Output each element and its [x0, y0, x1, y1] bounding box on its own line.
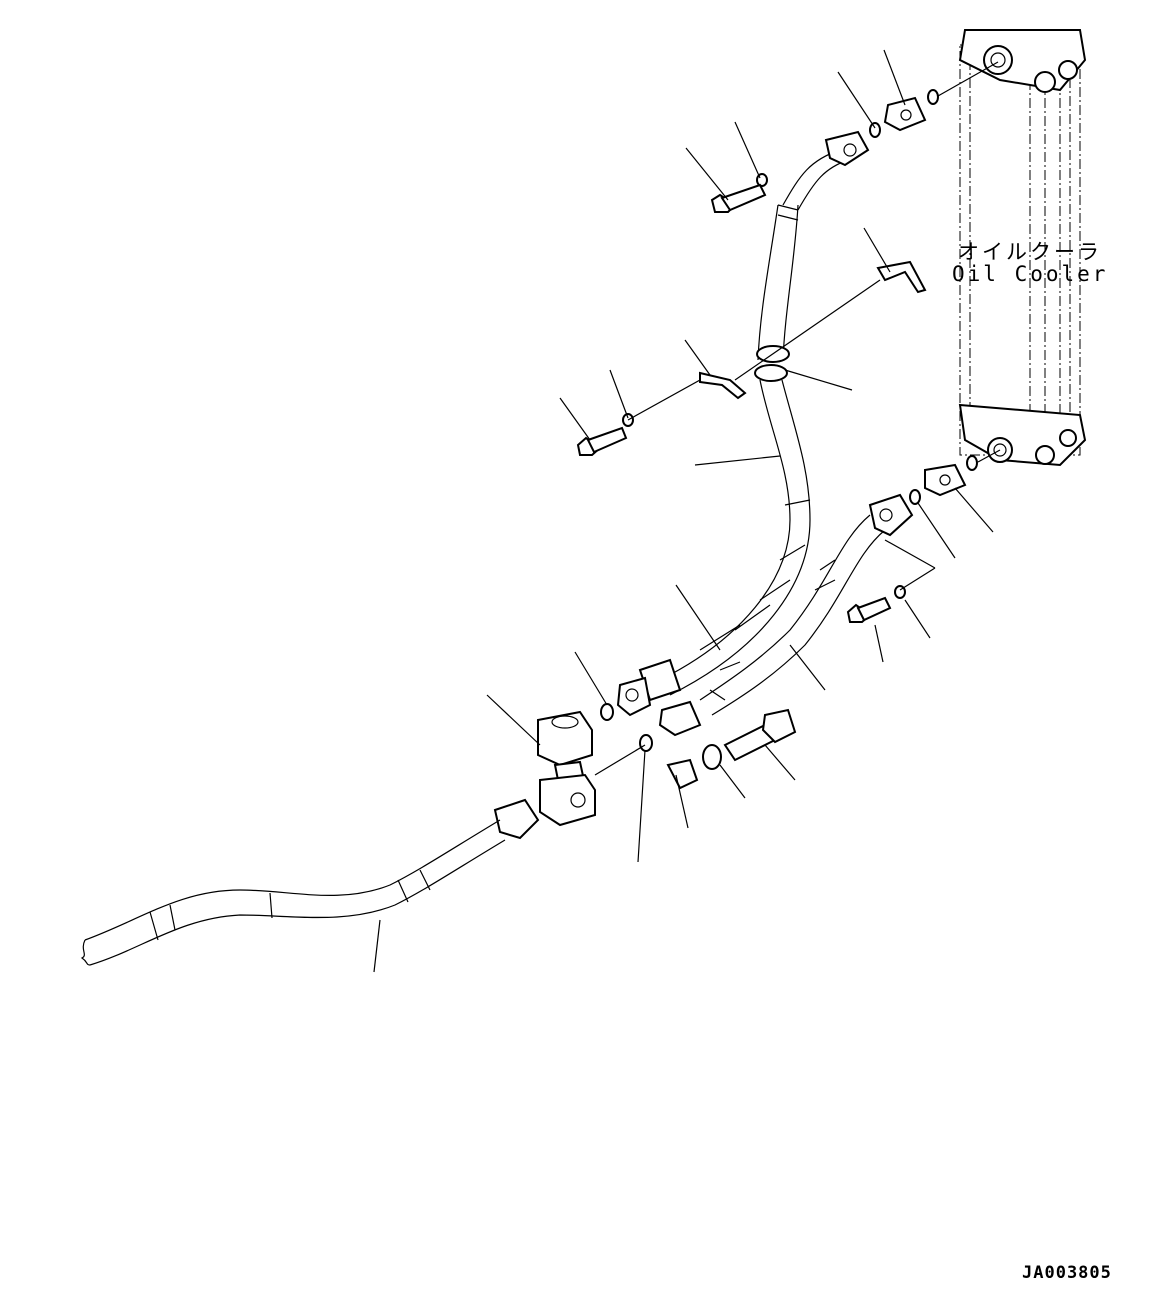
upper-hose-assembly [616, 130, 870, 717]
oil-cooler-label-en: Oil Cooler [952, 262, 1109, 286]
drawing-code: JA003805 [1022, 1263, 1112, 1283]
lower-fittings [493, 703, 797, 840]
oil-cooler [958, 29, 1087, 467]
upper-fasteners [576, 89, 939, 456]
leader-lines [373, 49, 1001, 973]
oil-cooler-label-jp: オイルクーラ [958, 240, 1102, 264]
long-hose [80, 819, 506, 966]
lower-hose-assembly [658, 455, 978, 737]
